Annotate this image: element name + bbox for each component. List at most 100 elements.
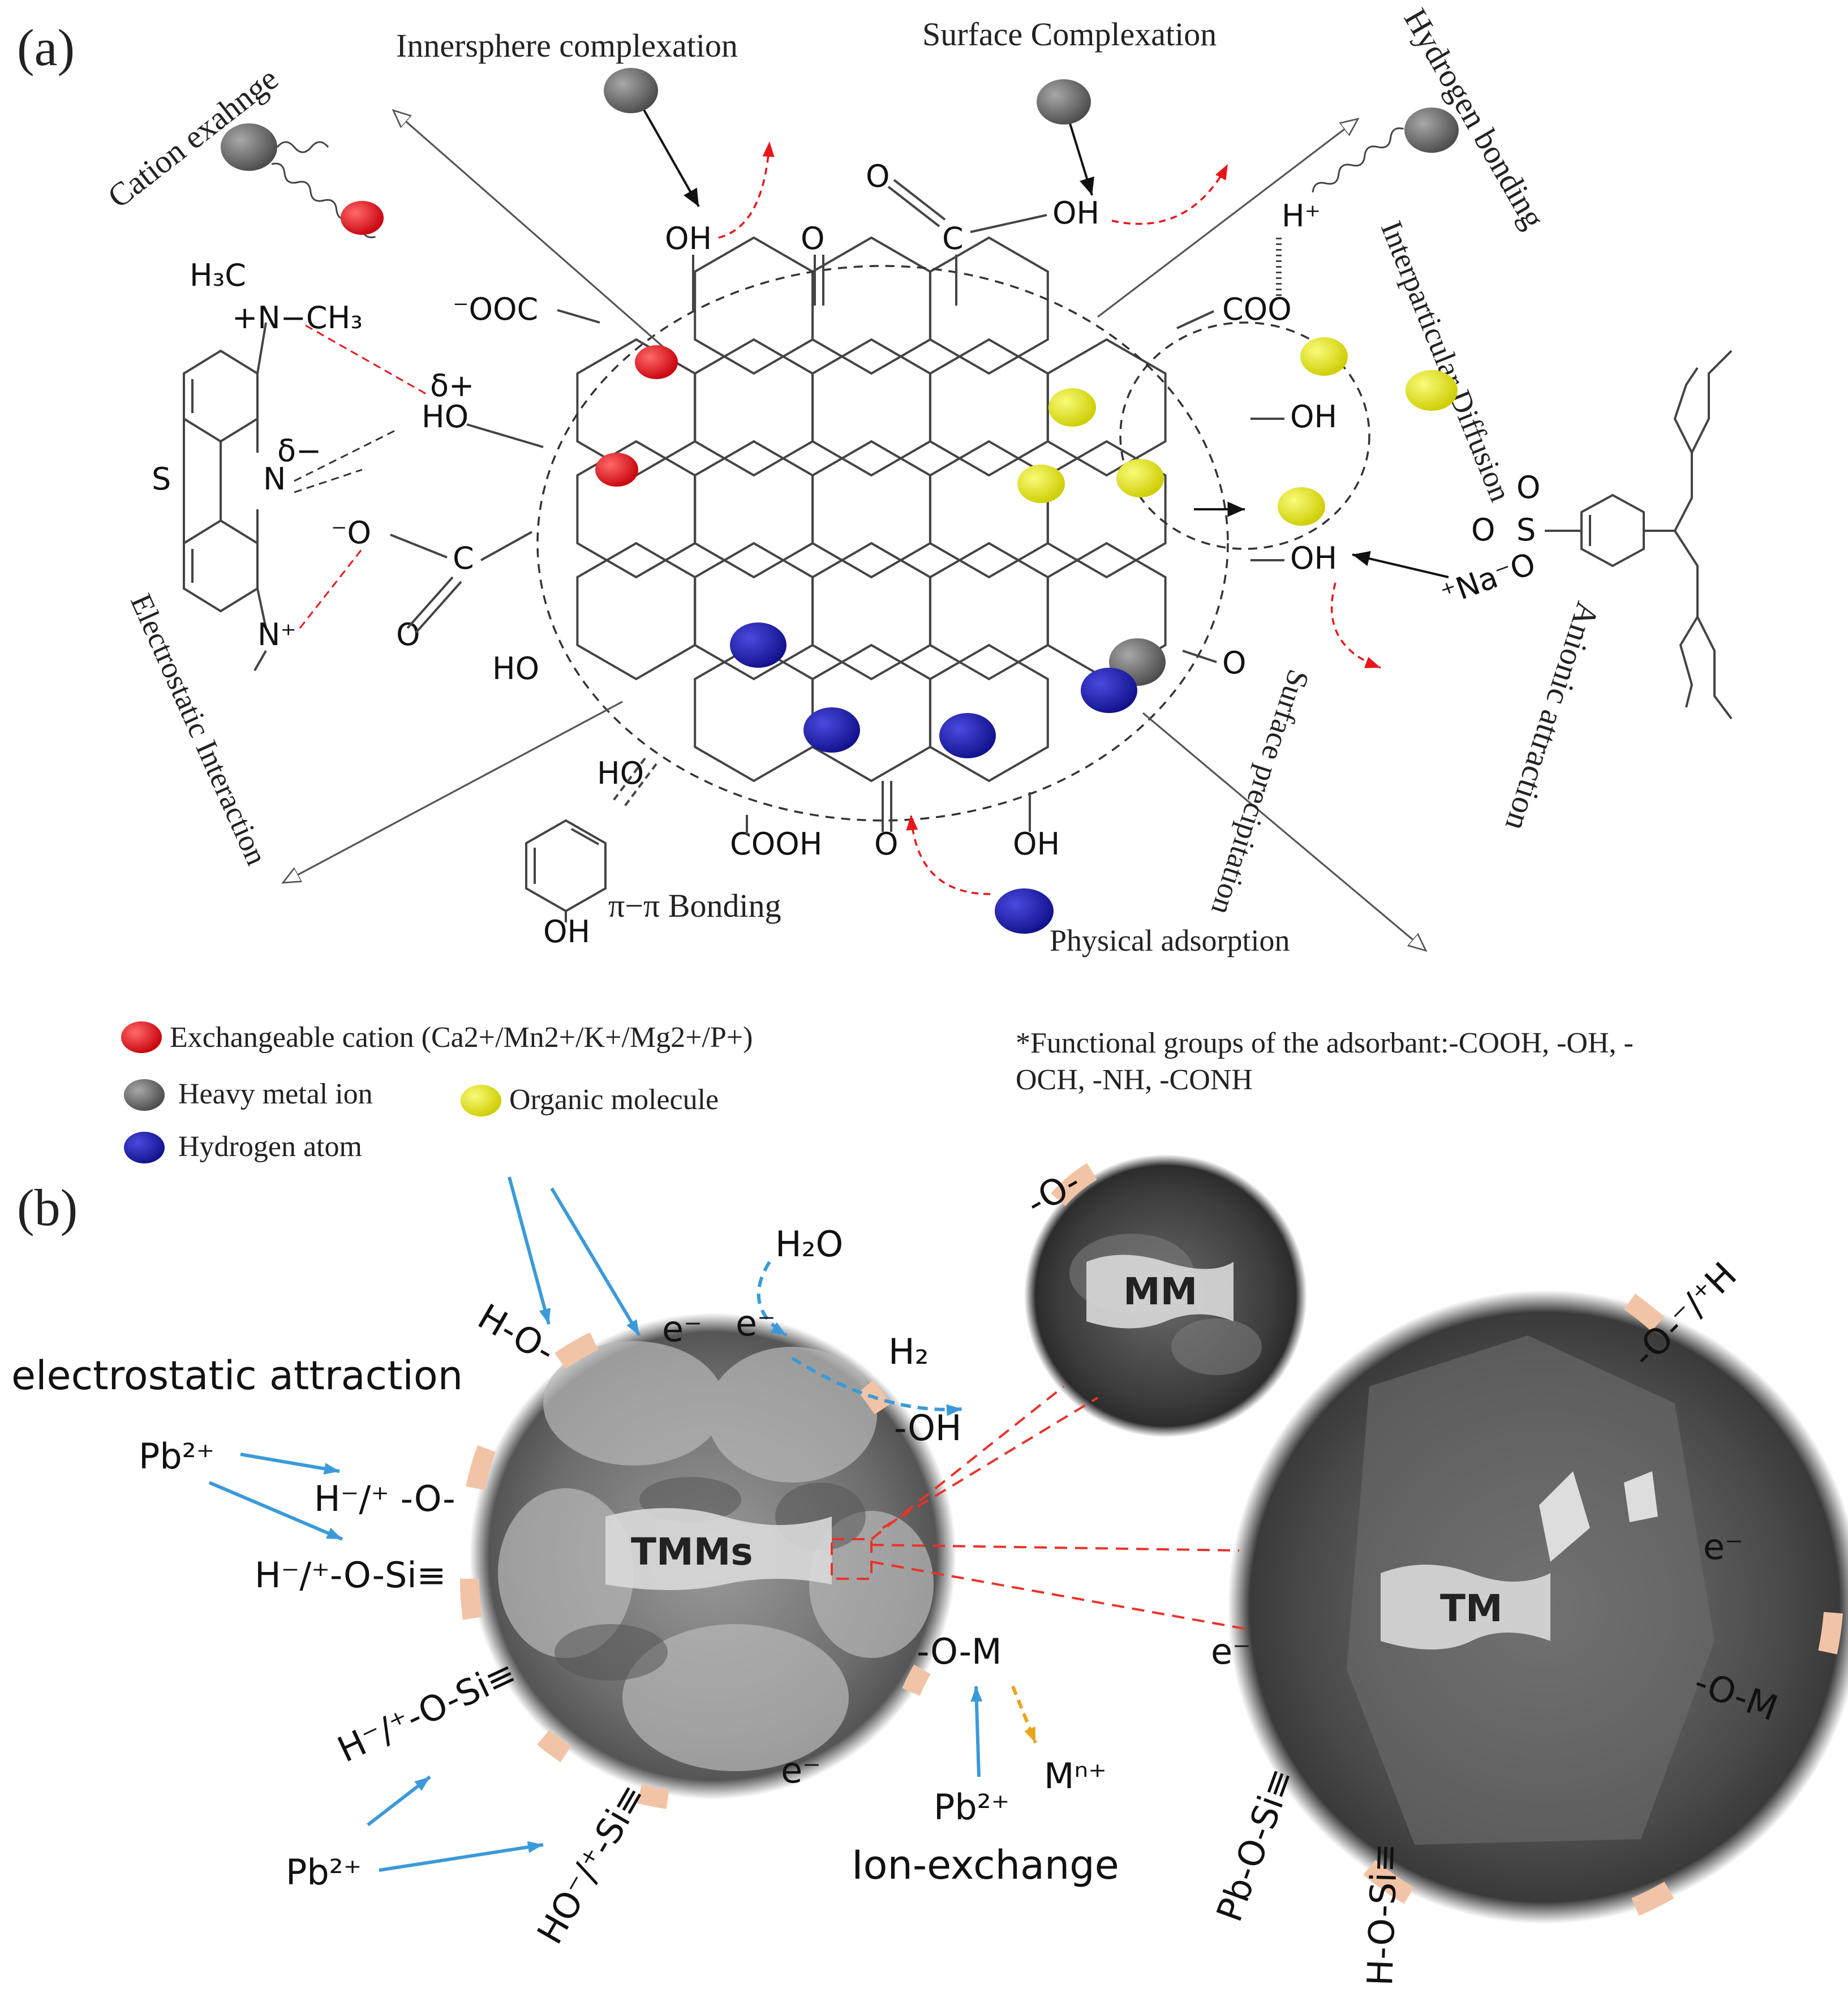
organic-molecule (1017, 465, 1065, 503)
hexagon-ring (811, 440, 931, 579)
heavy-metal-ion (221, 123, 277, 171)
exchangeable-cation (595, 453, 638, 487)
legend-label-heavy-metal: Heavy metal ion (178, 1078, 373, 1110)
group-oh-top: OH (665, 221, 712, 256)
hydrogen-atom (995, 888, 1054, 934)
group-o-carboxyl: O (866, 158, 890, 194)
diffusion-loop (1119, 321, 1370, 550)
heavy-metal-ion (1404, 108, 1459, 153)
adsorbent-boundary (536, 265, 1229, 822)
electrostatic-attraction-label: electrostatic attraction (11, 1352, 463, 1399)
hexagon-ring (694, 236, 814, 375)
label-innersphere: Innersphere complexation (396, 27, 738, 64)
group-h-plus: H⁺ (1282, 198, 1321, 234)
legend-functional-groups: *Functional groups of the adsorbant:-COO… (1016, 1027, 1634, 1059)
mb-h3c: H₃C (190, 257, 246, 293)
e-minus-4: e⁻ (1211, 1631, 1251, 1672)
graphene-sheet (576, 236, 1167, 783)
group-ho-lower: HO (492, 651, 539, 686)
tm-label: TM (1440, 1587, 1503, 1630)
label-surface-precipitation: Surface precipitation (1205, 665, 1316, 919)
heavy-metal-ion (604, 68, 658, 113)
hexagon-ring (929, 440, 1049, 579)
heavy-metal-ion (1037, 79, 1091, 124)
label-anionic-attraction: Anionic attraction (1498, 598, 1607, 835)
surface-tabs (459, 1163, 1843, 1916)
panel-a: (a) Innersphere complexation Surface Com… (17, 2, 1733, 1163)
ho-si-label: HO⁻/⁺-Si≡ (529, 1777, 654, 1951)
organic-molecule (1116, 459, 1164, 497)
group-c-top: C (942, 221, 964, 256)
sodium-label: ⁺Na⁻O (1436, 546, 1540, 612)
legend-swatch-hydrogen (124, 1132, 165, 1163)
group-cooh-bottom: COOH (730, 826, 822, 862)
h2-label: H₂ (888, 1331, 929, 1372)
h-o-label: H⁻/⁺ -O- (314, 1478, 455, 1519)
hydrogen-atom (1081, 668, 1137, 713)
group-ho-bottom: HO (597, 755, 644, 791)
group-coo: COO (1222, 291, 1292, 327)
e-minus-5: e⁻ (1703, 1526, 1743, 1567)
mb-s: S (152, 461, 171, 497)
hexagon-ring (811, 236, 931, 375)
hexagon-ring (694, 440, 814, 579)
substituent-bonds (390, 179, 1284, 835)
label-electrostatic-interaction: Electrostatic Interaction (124, 589, 274, 870)
legend-functional-groups-2: OCH, -NH, -CONH (1016, 1064, 1253, 1096)
o-m-label: -O-M (917, 1631, 1002, 1672)
mm-label: MM (1123, 1270, 1197, 1313)
group-o-right-bottom: O (1222, 645, 1247, 681)
group-o-bottom: O (874, 826, 899, 862)
sulfonyl-o-top: O (1516, 470, 1541, 505)
hexagon-ring (576, 440, 697, 579)
tmms-label: TMMs (631, 1530, 753, 1574)
organic-molecule (1048, 388, 1096, 427)
group-o-top: O (801, 221, 825, 256)
phenol-molecule (525, 819, 607, 922)
sulfonyl-s: S (1516, 512, 1536, 548)
label-physical-adsorption: Physical adsorption (1050, 924, 1290, 957)
sulfonyl-o-left: O (1471, 512, 1495, 548)
hexagon-ring (576, 542, 697, 681)
hexagon-ring (811, 542, 931, 681)
legend-swatch-heavy-metal (124, 1079, 165, 1111)
zoom-connectors (831, 1385, 1251, 1631)
pb-label-3: Pb²⁺ (934, 1786, 1009, 1828)
orange-arrow (1011, 1685, 1037, 1744)
h-o-si-label-2: H⁻/⁺-O-Si≡ (331, 1652, 522, 1770)
pb-label-1: Pb²⁺ (139, 1436, 214, 1477)
hexagon-ring (929, 338, 1049, 477)
h2o-label: H₂O (775, 1223, 843, 1265)
legend-label-hydrogen: Hydrogen atom (178, 1131, 362, 1163)
e-minus-1: e⁻ (662, 1308, 702, 1350)
m-n-label: Mⁿ⁺ (1044, 1755, 1107, 1797)
hexagon-ring (694, 338, 814, 477)
group-carboxylate-o: ⁻O (331, 515, 371, 551)
hexagon-ring (811, 338, 931, 477)
sem-tmms (470, 1313, 956, 1799)
ho-group-label: H-O- (471, 1296, 562, 1372)
h-o-si-label: H⁻/⁺-O-Si≡ (255, 1554, 446, 1596)
organic-molecule (1278, 487, 1325, 526)
label-interparticular-diffusion: Interparticular Diffusion (1374, 216, 1518, 506)
legend-swatch-organic (461, 1085, 501, 1116)
pb-o-si-label: Pb-O-Si≡ (1208, 1763, 1301, 1927)
methylene-blue-molecule: H₃C +N−CH₃ S N δ− N⁺ (152, 257, 431, 671)
functional-groups: OH O O C OH ⁻OOC COO H⁺ OH OH HO δ+ ⁻O C… (331, 158, 1337, 950)
group-o-left: O (396, 617, 420, 652)
panel-b: (b) (11, 1154, 1848, 1987)
hydrogen-atom (730, 622, 787, 668)
group-c-left: C (453, 540, 474, 576)
mb-n-plus: N⁺ (257, 617, 296, 652)
e-minus-2: e⁻ (736, 1303, 776, 1344)
exchangeable-cation (341, 201, 384, 235)
blue-arrows (208, 1176, 983, 1872)
mb-nme: +N−CH₃ (232, 300, 363, 336)
organic-molecule (1300, 337, 1348, 376)
legend-label-cation: Exchangeable cation (Ca2+/Mn2+/K+/Mg2+/P… (170, 1021, 753, 1054)
pb-label-2: Pb²⁺ (286, 1852, 362, 1893)
group-delta-plus: δ+ (430, 368, 474, 403)
group-oh-bottom: OH (1013, 826, 1060, 862)
exchangeable-cation (635, 345, 678, 379)
